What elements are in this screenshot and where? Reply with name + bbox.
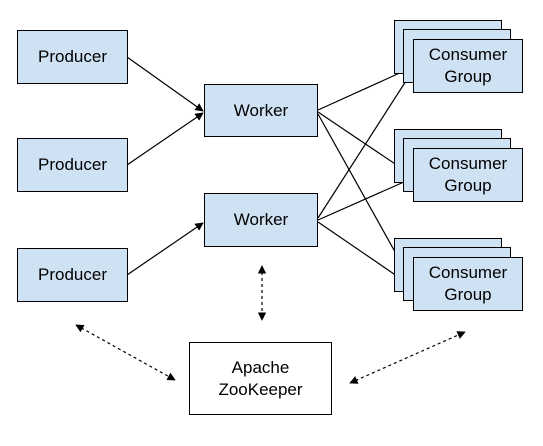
consumer-group-label: Consumer Group: [428, 263, 508, 304]
worker-label: Worker: [233, 100, 289, 120]
producer-label: Producer: [38, 47, 107, 66]
edge-zookeeper-consumers: [349, 331, 466, 384]
edge-zookeeper-producers: [75, 324, 176, 381]
edge-producer1-worker1: [126, 56, 204, 112]
consumer-group-node: Consumer Group: [413, 148, 523, 202]
producer-label: Producer: [38, 155, 107, 174]
edge-worker1-group1: [317, 66, 414, 111]
edge-worker2-group2: [317, 177, 414, 221]
worker-node: Worker: [204, 84, 318, 137]
consumer-group-node: Consumer Group: [413, 257, 523, 311]
consumer-group-label: Consumer Group: [428, 45, 508, 86]
zookeeper-label: Apache ZooKeeper: [218, 357, 303, 399]
worker-label: Worker: [233, 210, 289, 229]
edge-worker2-group1: [317, 69, 414, 219]
producer-label: Producer: [38, 265, 107, 284]
consumer-group-node: Consumer Group: [413, 39, 523, 93]
consumer-group-label: Consumer Group: [428, 154, 508, 195]
edge-producer3-worker2: [126, 222, 204, 276]
worker-node: Worker: [204, 193, 318, 247]
producer-node: Producer: [17, 30, 128, 84]
producer-node: Producer: [17, 248, 128, 302]
zookeeper-node: Apache ZooKeeper: [189, 342, 332, 415]
edge-producer2-worker1: [126, 112, 204, 166]
producer-node: Producer: [17, 138, 128, 192]
